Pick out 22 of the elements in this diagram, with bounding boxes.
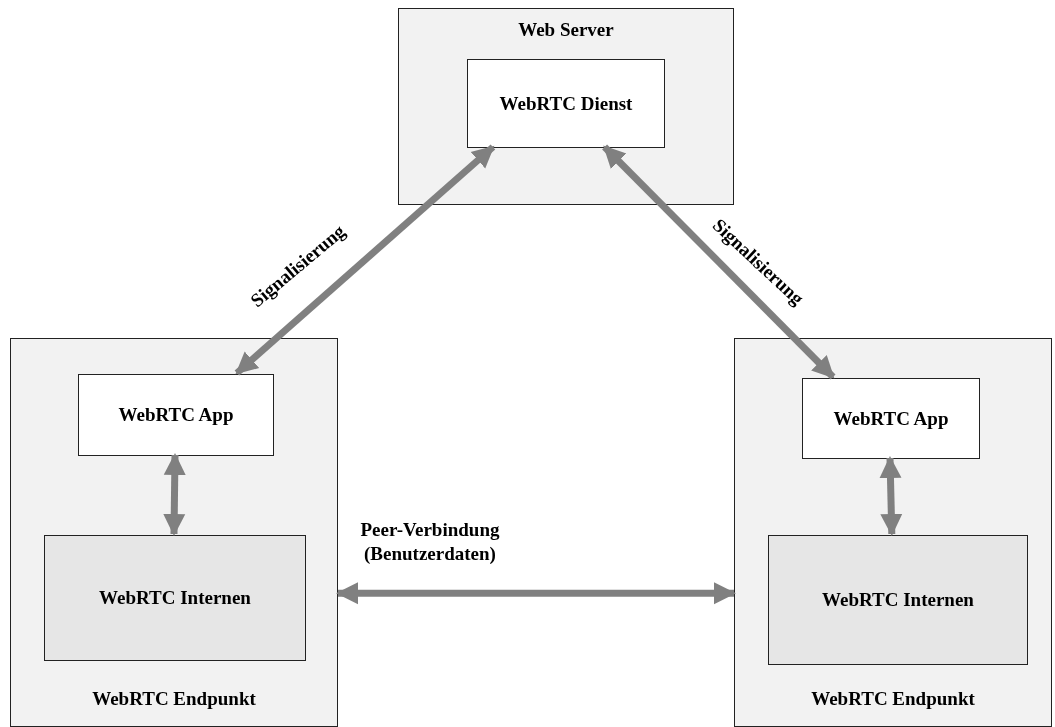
double-arrow [163, 453, 186, 536]
endpoint-box [10, 338, 338, 727]
endpoint-box [734, 338, 1052, 727]
double-arrow [879, 456, 903, 536]
node-label: WebRTC Internen [98, 586, 252, 610]
app-box [802, 378, 980, 459]
node-label: WebRTC App [832, 406, 950, 431]
double-arrow [336, 582, 736, 605]
internals-box [768, 535, 1028, 665]
node-label: Web Server [517, 18, 615, 42]
double-arrow [234, 144, 496, 376]
node-label: WebRTC Endpunkt [810, 687, 976, 711]
node-label: WebRTC Dienst [498, 91, 634, 116]
node-label: WebRTC App [117, 403, 235, 427]
double-arrow [602, 144, 836, 380]
app-box [78, 374, 274, 456]
internals-box [44, 535, 306, 661]
server-box [398, 8, 734, 205]
edge-label: Peer-Verbindung (Benutzerdaten) [359, 518, 501, 566]
service-box [467, 59, 665, 148]
node-label: WebRTC Endpunkt [91, 687, 257, 711]
node-label: WebRTC Internen [821, 588, 975, 612]
